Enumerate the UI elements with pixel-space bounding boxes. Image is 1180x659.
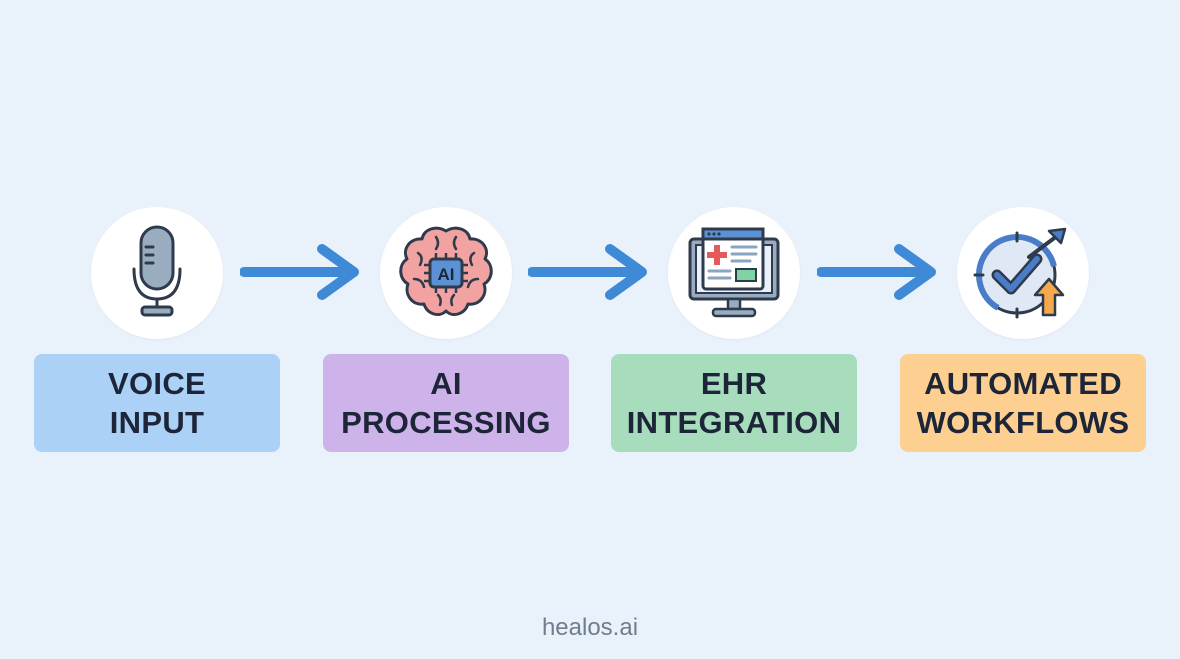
flow-arrow — [528, 244, 647, 300]
ehr-monitor-icon — [688, 227, 780, 318]
label-box: EHR INTEGRATION — [611, 354, 857, 452]
icon-circle — [91, 207, 223, 339]
footer-brand[interactable]: healos.ai — [541, 614, 639, 641]
icon-circle: AI — [380, 207, 512, 339]
ai-brain-icon: AI — [399, 226, 493, 316]
step-label: AUTOMATED WORKFLOWS — [916, 366, 1130, 440]
step-voice-input: VOICE INPUT — [34, 0, 280, 659]
label-box: VOICE INPUT — [34, 354, 280, 452]
microphone-icon — [132, 225, 182, 317]
step-automated-workflows: AUTOMATED WORKFLOWS — [900, 0, 1146, 659]
icon-circle — [668, 207, 800, 339]
step-label: EHR INTEGRATION — [626, 366, 842, 440]
step-ai-processing: AI AI PROCESSING — [323, 0, 569, 659]
ai-chip-text: AI — [438, 265, 455, 284]
label-box: AI PROCESSING — [323, 354, 569, 452]
clock-check-growth-icon — [973, 227, 1067, 319]
step-ehr-integration: EHR INTEGRATION — [611, 0, 857, 659]
flow-arrow — [817, 244, 936, 300]
step-label: AI PROCESSING — [341, 366, 551, 440]
label-box: AUTOMATED WORKFLOWS — [900, 354, 1146, 452]
step-label: VOICE INPUT — [108, 366, 206, 440]
flow-arrow — [240, 244, 359, 300]
icon-circle — [957, 207, 1089, 339]
